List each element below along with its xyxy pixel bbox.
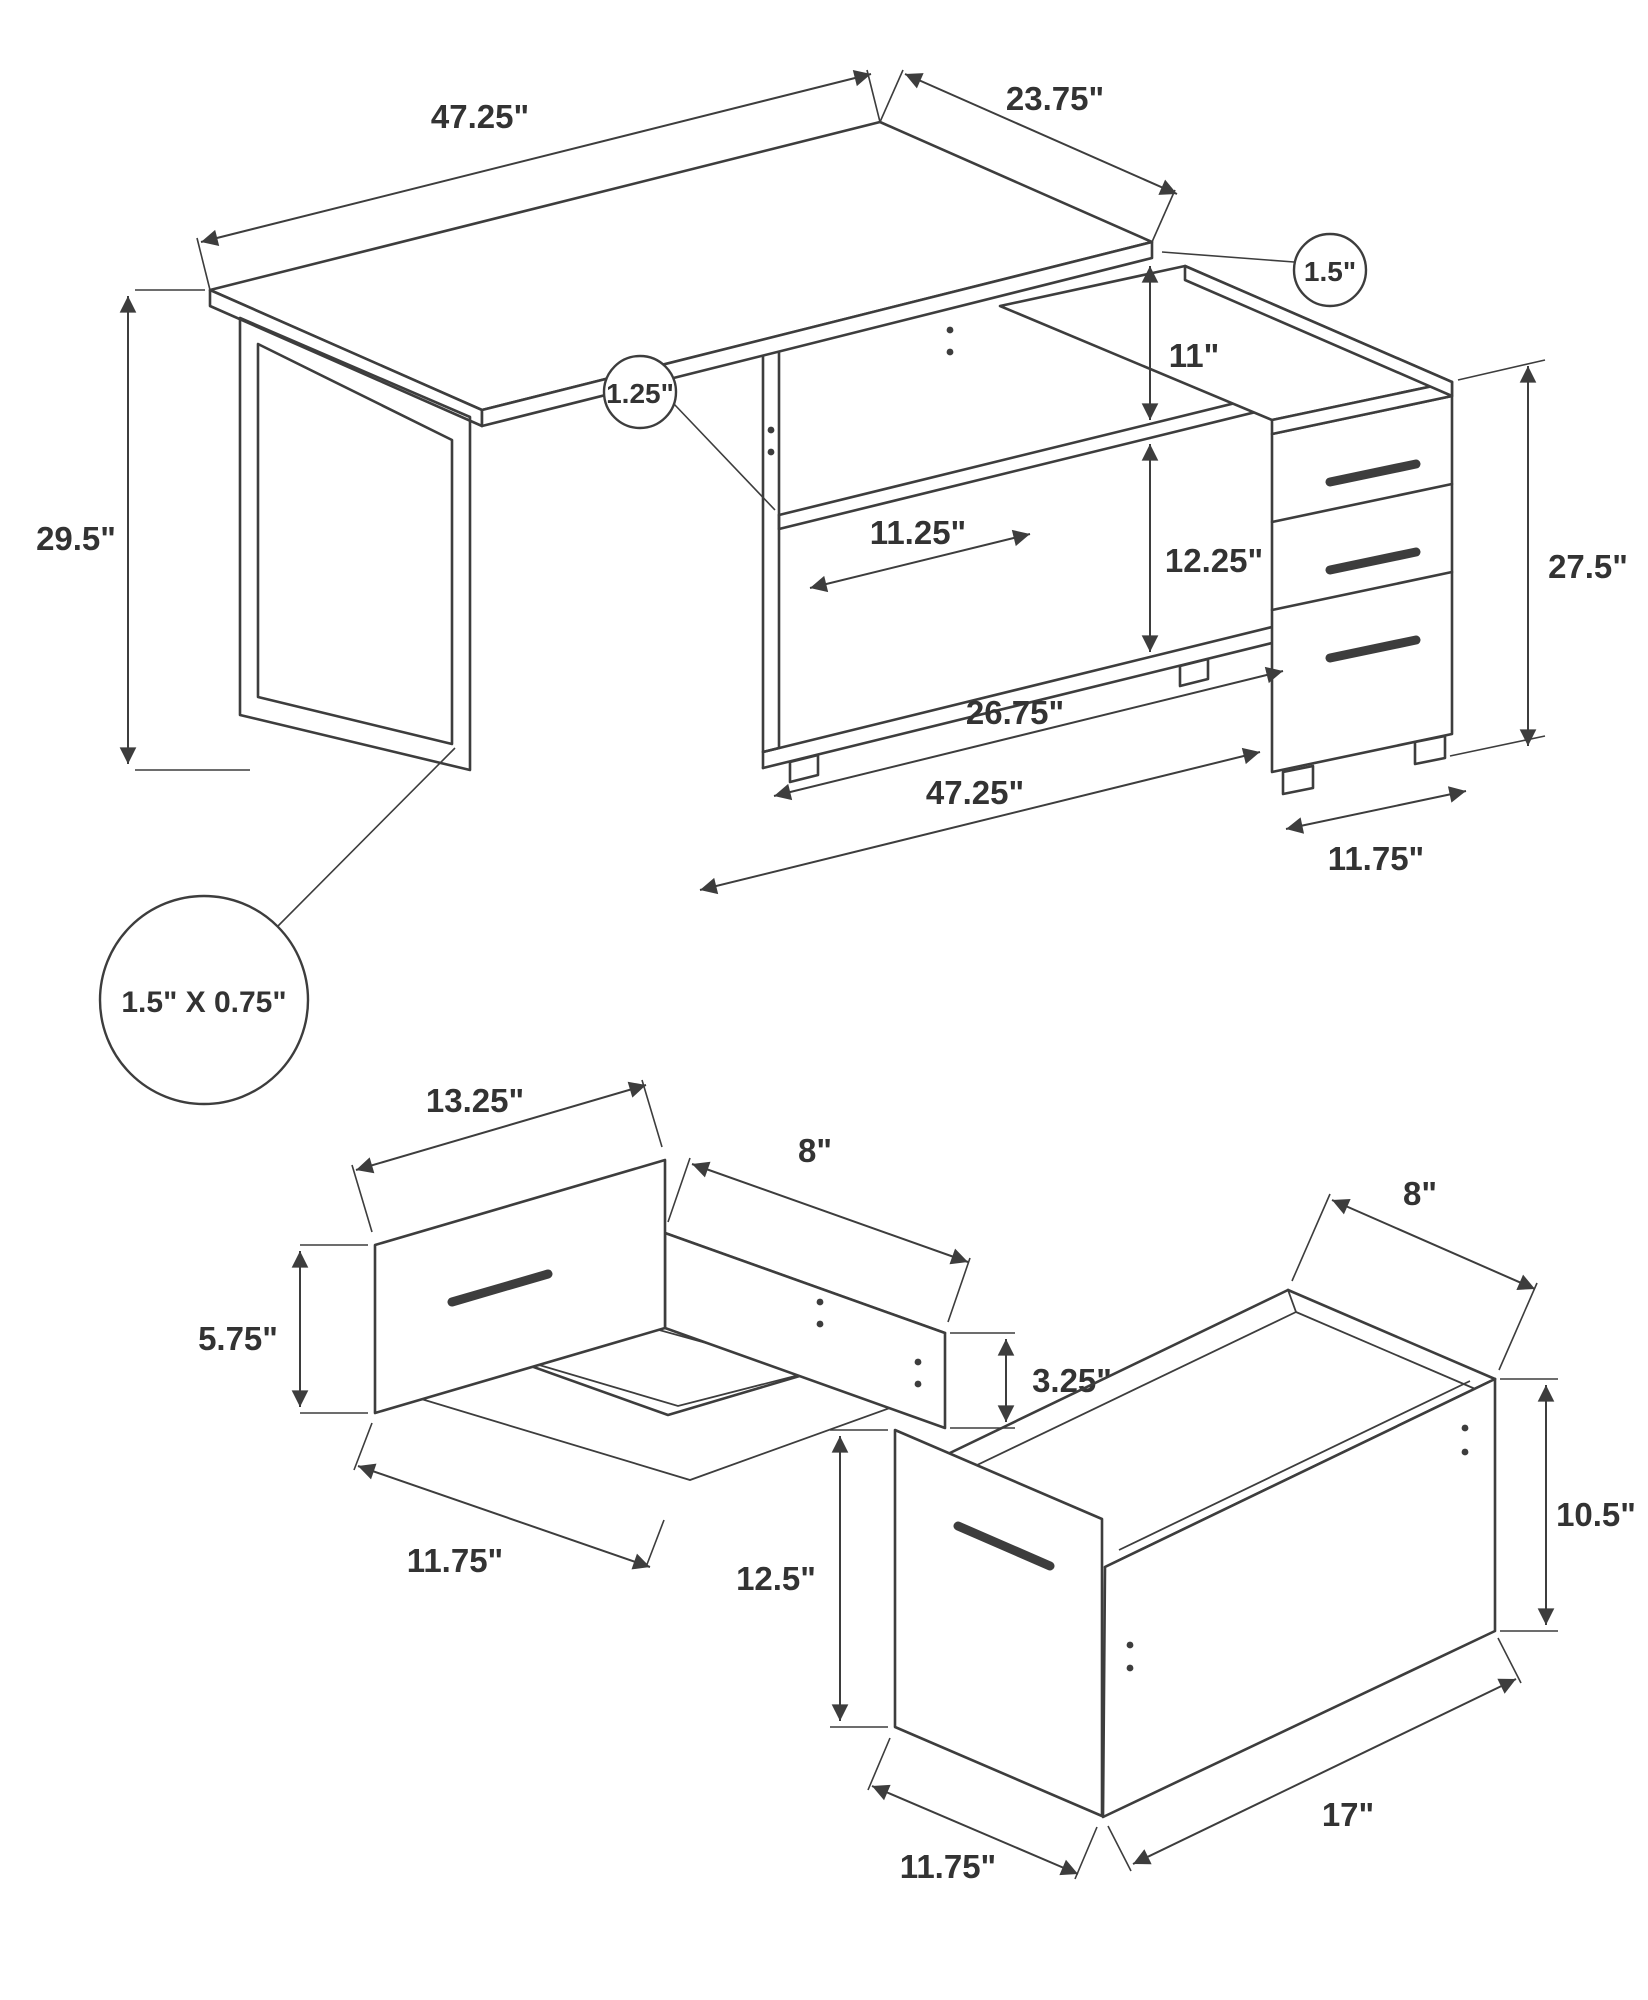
drawer-divider [1270,570,1454,612]
dim-line-sd-top-depth [691,1161,969,1265]
dim-lower-opening: 12.25" [1165,542,1263,579]
drawer-handle [1325,459,1421,487]
dim-fd-top-width: 8" [1403,1175,1437,1212]
dim-top-thickness: 1.5" [1304,256,1356,287]
drill-hole [816,1298,824,1306]
return-top-edge [1183,264,1454,398]
drill-hole [767,448,775,456]
drawer-handle [953,1521,1055,1571]
dim-line-desk-depth [904,73,1178,195]
dim-line-desk-top-length [200,69,872,247]
fd-back-top-edge [1286,1288,1497,1381]
dim-fd-front-height: 12.5" [736,1560,816,1597]
dim-line-fd-front-width [871,1784,1079,1876]
drawer-cabinet [1270,394,1454,796]
return-top [998,264,1454,436]
drill-hole [914,1380,922,1388]
dim-line-fd-depth [1132,1678,1517,1865]
drill-hole [816,1320,824,1328]
dim-drawer-bank-width: 11.75" [1328,840,1424,877]
dim-upper-opening: 11" [1169,337,1220,374]
leg-outer [238,316,472,772]
drill-hole [1461,1424,1469,1432]
dim-fd-front-width: 11.75" [900,1848,996,1885]
dim-sd-width: 13.25" [426,1082,524,1119]
shelf-left-panel [761,326,781,754]
dim-sd-front-height: 5.75" [198,1320,278,1357]
drill-hole [946,348,954,356]
leg-inner [256,342,454,746]
drawer-handle [1325,635,1421,663]
dim-fd-side-height: 10.5" [1556,1496,1636,1533]
drawer-divider [1270,482,1454,524]
drawer-handle [1325,547,1421,575]
drawer-handle [447,1269,553,1307]
dim-shelf-thickness: 1.25" [606,378,674,409]
file-drawer-dimensions: 8" 10.5" 12.5" 17" 11.75" [736,1175,1636,1885]
drill-hole [946,326,954,334]
drill-hole [767,426,775,434]
drill-hole [1126,1664,1134,1672]
dim-line-sd-depth [357,1463,651,1570]
cabinet-front-face [1270,394,1454,774]
dim-fd-depth: 17" [1322,1796,1374,1833]
dim-line-shelf-depth [809,529,1031,593]
fd-front-panel [893,1428,1104,1818]
dim-line-sd-width [355,1081,647,1174]
dim-sd-top-depth: 8" [798,1132,832,1169]
dim-open-storage-width: 26.75" [966,694,1064,731]
middle-shelf-bottom [777,406,1274,531]
dim-line-fd-top-width [1331,1199,1536,1290]
dim-desk-top-length: 47.25" [431,98,529,135]
main-desk-dimensions: 47.25" 23.75" 1.5" 29.5" 1.25" 11.25" 11… [36,69,1628,1106]
drill-hole [1461,1448,1469,1456]
cabinet-foot [1281,764,1315,796]
callout-top-thickness [1292,232,1368,308]
callout-leg-profile [98,894,310,1106]
dim-line-return-length [699,747,1261,895]
dim-return-length: 47.25" [926,774,1024,811]
dim-line-drawer-bank-width [1285,786,1467,834]
small-drawer-drawing [373,1158,947,1481]
metal-sled-leg [238,316,472,772]
dim-desk-height: 29.5" [36,520,116,557]
dim-sd-depth: 11.75" [407,1542,503,1579]
middle-shelf-top [777,392,1274,517]
drill-hole [1126,1641,1134,1649]
small-drawer-dimensions: 13.25" 8" 5.75" 3.25" 11.75" [198,1079,1112,1579]
cabinet-foot [1413,734,1447,766]
dim-shelf-depth: 11.25" [870,514,966,551]
drill-hole [914,1358,922,1366]
dim-desk-depth: 23.75" [1006,80,1104,117]
dim-storage-height: 27.5" [1548,548,1628,585]
dim-leg-profile: 1.5" X 0.75" [121,986,286,1019]
fd-left-top-edge [896,1288,1290,1480]
callout-shelf-thickness [602,354,678,430]
